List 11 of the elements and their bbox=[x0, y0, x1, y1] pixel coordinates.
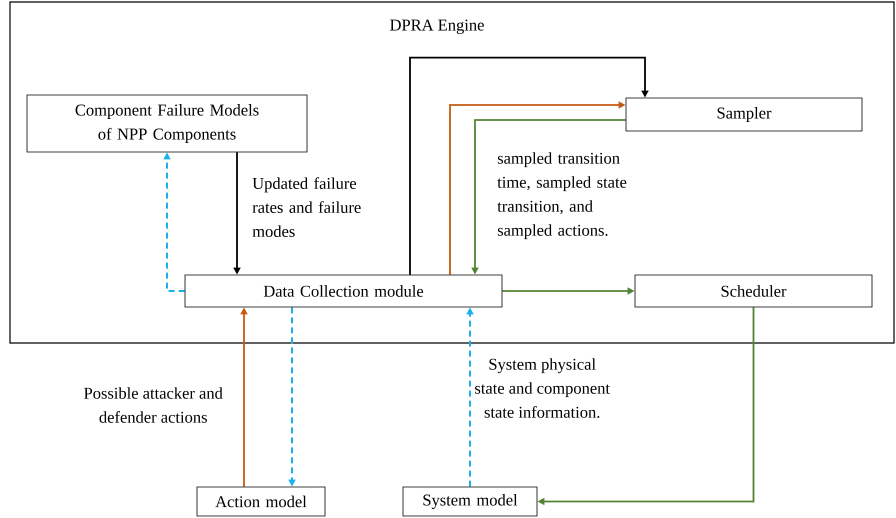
edge-label: Updated failure rates and failure modes bbox=[252, 177, 361, 237]
process-box: Component Failure Models of NPP Components bbox=[26, 94, 308, 152]
process-box: Action model bbox=[196, 486, 326, 516]
process-box: Sampler bbox=[626, 98, 862, 132]
edge-label: sampled transition time, sampled state transition, and sampled actions. bbox=[497, 152, 626, 240]
process-box: System model bbox=[402, 486, 538, 516]
process-box: Data Collection module bbox=[184, 274, 502, 308]
process-box: Scheduler bbox=[634, 274, 872, 308]
arrow bbox=[409, 56, 649, 275]
edge-label: System physical state and component state information. bbox=[475, 358, 610, 418]
edge-label: Possible attacker and defender actions bbox=[84, 387, 223, 423]
